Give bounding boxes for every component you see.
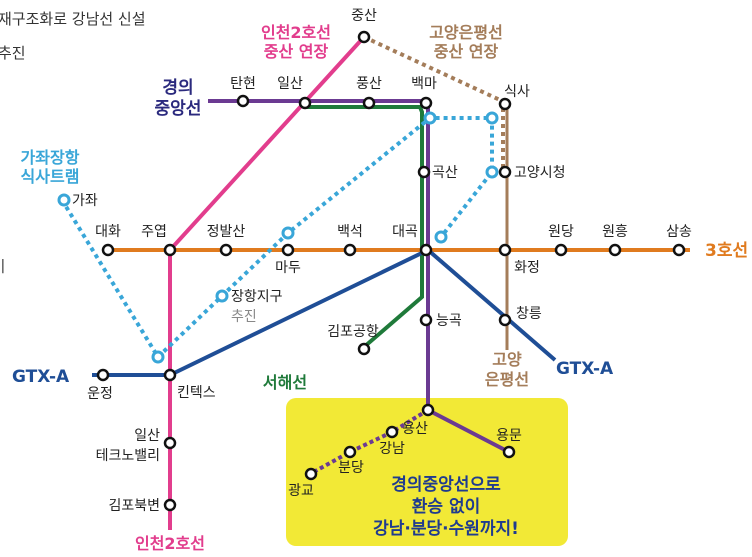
station-baekseok-label: 백석: [337, 224, 363, 240]
station-madu-node[interactable]: [281, 243, 295, 257]
station-madu-label: 마두: [275, 260, 301, 276]
label-gyeongui-1: 경의: [162, 78, 193, 98]
top-text-line-2: 추진: [0, 44, 26, 62]
station-yongmun-node[interactable]: [502, 445, 516, 459]
station-daehwa-label: 대화: [95, 224, 121, 240]
station-pungsan-label: 풍산: [356, 76, 382, 92]
station-baekseok-node[interactable]: [343, 243, 357, 257]
station-changneung-node[interactable]: [498, 313, 512, 327]
station-goksan-label: 곡산: [432, 165, 458, 181]
station-tram-daegok-node[interactable]: [434, 230, 448, 244]
label-seohae: 서해선: [263, 373, 307, 392]
label-incheon2-bottom: 인천2호선: [135, 534, 205, 553]
station-ilsan-node[interactable]: [298, 96, 312, 110]
line-seohae: [303, 105, 424, 349]
callout-line-3: 강남·분당·수원까지!: [373, 519, 519, 539]
station-ilsan-label: 일산: [277, 76, 303, 92]
station-gimpo-airport-node[interactable]: [357, 342, 371, 356]
callout-line-2: 환승 없이: [412, 497, 480, 517]
station-daegok-node[interactable]: [419, 243, 433, 257]
station-gimpo-bukbyeon-label: 김포북변: [108, 498, 160, 514]
station-yongsan-label: 용산: [402, 421, 428, 437]
station-goksan-node[interactable]: [417, 165, 431, 179]
station-tanhyeon-label: 탄현: [230, 76, 256, 92]
station-wondang-node[interactable]: [554, 243, 568, 257]
station-gangnam-label: 강남: [379, 441, 405, 457]
station-tram-cityhall-node[interactable]: [485, 165, 499, 179]
line-gtx-a: [92, 247, 557, 377]
station-hwajeong-label: 화정: [514, 260, 540, 276]
side-mark: ·|: [0, 258, 5, 274]
label-goyang-eunpyeong-1: 고양: [492, 350, 522, 369]
label-goyang-ext-1: 고양은평선: [429, 23, 503, 42]
station-kintex-label: 킨텍스: [177, 385, 216, 401]
station-daehwa-node[interactable]: [101, 243, 115, 257]
station-gajwa-label: 가좌: [72, 193, 98, 209]
label-incheon2-ext-1: 인천2호선: [261, 23, 331, 42]
station-unjeong-label: 운정: [87, 386, 113, 402]
station-siksa-label: 식사: [504, 84, 530, 100]
station-ilsan-techno-label-2: 테크노밸리: [96, 448, 160, 464]
station-wondang-label: 원당: [548, 224, 574, 240]
label-goyang-ext-2: 중산 연장: [434, 42, 499, 61]
label-goyang-eunpyeong-2: 은평선: [485, 370, 529, 389]
station-siksa-node[interactable]: [498, 97, 512, 111]
station-gimpo-bukbyeon-node[interactable]: [163, 498, 177, 512]
station-jungsan-label: 중산: [351, 8, 377, 24]
station-bundang-node[interactable]: [343, 445, 357, 459]
station-baengma-node[interactable]: [419, 96, 433, 110]
label-gtxa-right: GTX-A: [556, 359, 614, 379]
station-jungsan-node[interactable]: [357, 30, 371, 44]
station-daegok-label: 대곡: [392, 224, 418, 240]
station-juyeop-node[interactable]: [163, 243, 177, 257]
station-unjeong-node[interactable]: [96, 368, 110, 382]
station-bundang-label: 분당: [338, 460, 364, 476]
label-janghang-1: 장항지구: [231, 289, 283, 305]
label-gajwa-tram-2: 식사트램: [21, 167, 80, 186]
station-jeongbalsan-node[interactable]: [219, 243, 233, 257]
station-jeongbalsan-label: 정발산: [207, 224, 246, 240]
station-yongsan-node[interactable]: [421, 403, 435, 417]
station-ilsan-techno-label-1: 일산: [134, 428, 160, 444]
station-tanhyeon-node[interactable]: [236, 94, 250, 108]
line-gangnam-branch: [309, 408, 430, 476]
station-gajwa-node[interactable]: [57, 193, 71, 207]
station-yongmun-label: 용문: [496, 428, 522, 444]
label-gajwa-tram-1: 가좌장항: [21, 148, 80, 167]
station-changneung-label: 창릉: [516, 306, 542, 322]
callout-line-1: 경의중앙선으로: [391, 475, 501, 495]
station-juyeop-label: 주엽: [141, 224, 167, 240]
station-baengma-label: 백마: [411, 76, 437, 92]
label-incheon2-ext-2: 중산 연장: [264, 42, 329, 61]
top-text-line-1: 재구조화로 강남선 신설: [0, 10, 146, 28]
label-line3: 3호선: [705, 241, 748, 261]
station-ilsan-techno-node[interactable]: [163, 436, 177, 450]
station-wonheung-node[interactable]: [608, 243, 622, 257]
station-gimpo-airport-label: 김포공항: [327, 324, 379, 340]
station-pungsan-node[interactable]: [362, 96, 376, 110]
station-samsong-node[interactable]: [672, 243, 686, 257]
station-tram-baengma-node[interactable]: [423, 111, 437, 125]
station-neunggok-label: 능곡: [436, 313, 462, 329]
station-tram-siksa-node[interactable]: [485, 111, 499, 125]
station-neunggok-node[interactable]: [419, 313, 433, 327]
label-gtxa-left: GTX-A: [12, 367, 70, 387]
station-wonheung-label: 원흥: [602, 224, 628, 240]
station-gwanggyo-node[interactable]: [304, 467, 318, 481]
callout-box: [286, 398, 568, 546]
station-gwanggyo-label: 광교: [288, 483, 314, 499]
station-goyang-city-hall-node[interactable]: [498, 165, 512, 179]
label-janghang-2: 추진: [231, 309, 257, 325]
station-tram-kintex-node[interactable]: [151, 350, 165, 364]
station-kintex-node[interactable]: [163, 368, 177, 382]
station-tram-madu-node[interactable]: [281, 226, 295, 240]
station-goyang-city-hall-label: 고양시청: [514, 165, 566, 181]
station-gangnam-node[interactable]: [385, 425, 399, 439]
label-gyeongui-2: 중앙선: [155, 99, 202, 119]
station-samsong-label: 삼송: [666, 224, 692, 240]
station-hwajeong-node[interactable]: [498, 243, 512, 257]
station-janghang-node[interactable]: [215, 289, 229, 303]
